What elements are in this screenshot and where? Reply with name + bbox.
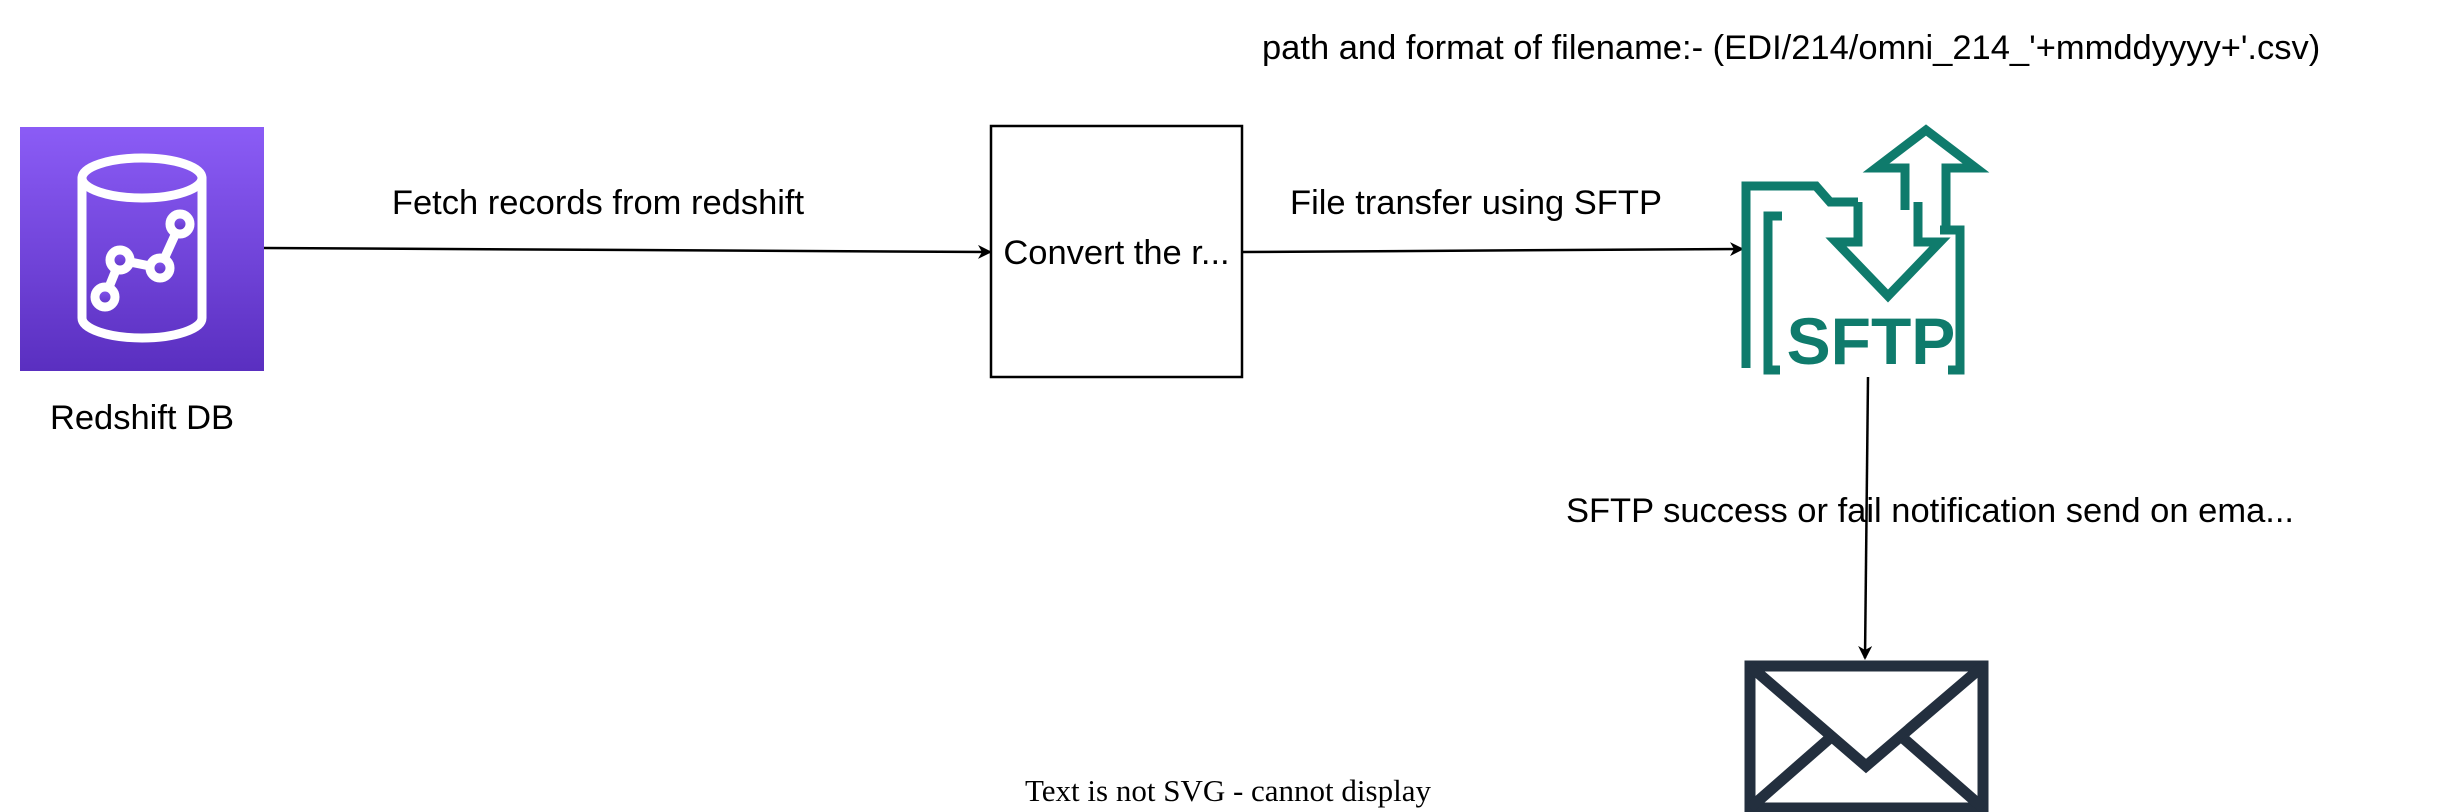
convert-label: Convert the r... [1003, 234, 1229, 272]
edge-notification: SFTP success or fail notification send o… [1566, 376, 2294, 660]
edge-fetch-records-line [263, 244, 992, 259]
sftp-node[interactable]: SFTP [1741, 124, 1990, 378]
redshift-database-icon [77, 153, 207, 343]
redshift-node[interactable]: Redshift DB [20, 127, 264, 437]
convert-node[interactable]: Convert the r... [989, 124, 1244, 379]
email-envelope-icon [1744, 660, 1989, 812]
filename-note: path and format of filename:- (EDI/214/o… [1262, 29, 2320, 67]
edge-file-transfer-line [1241, 242, 1744, 257]
edge-fetch-records-label: Fetch records from redshift [392, 184, 805, 222]
edge-fetch-records: Fetch records from redshift [263, 184, 992, 259]
sftp-icon-label: SFTP [1787, 304, 1956, 378]
svg-text-fallback-message: Text is not SVG - cannot display [1025, 773, 1431, 808]
edge-notification-line [1858, 376, 1873, 660]
redshift-icon-background [20, 127, 264, 371]
edge-file-transfer-label: File transfer using SFTP [1290, 184, 1662, 222]
edge-file-transfer: File transfer using SFTP [1241, 184, 1744, 257]
sftp-transfer-icon [1741, 124, 1990, 375]
edge-notification-label: SFTP success or fail notification send o… [1566, 492, 2294, 530]
email-node[interactable] [1744, 660, 1989, 812]
redshift-label: Redshift DB [50, 399, 234, 437]
